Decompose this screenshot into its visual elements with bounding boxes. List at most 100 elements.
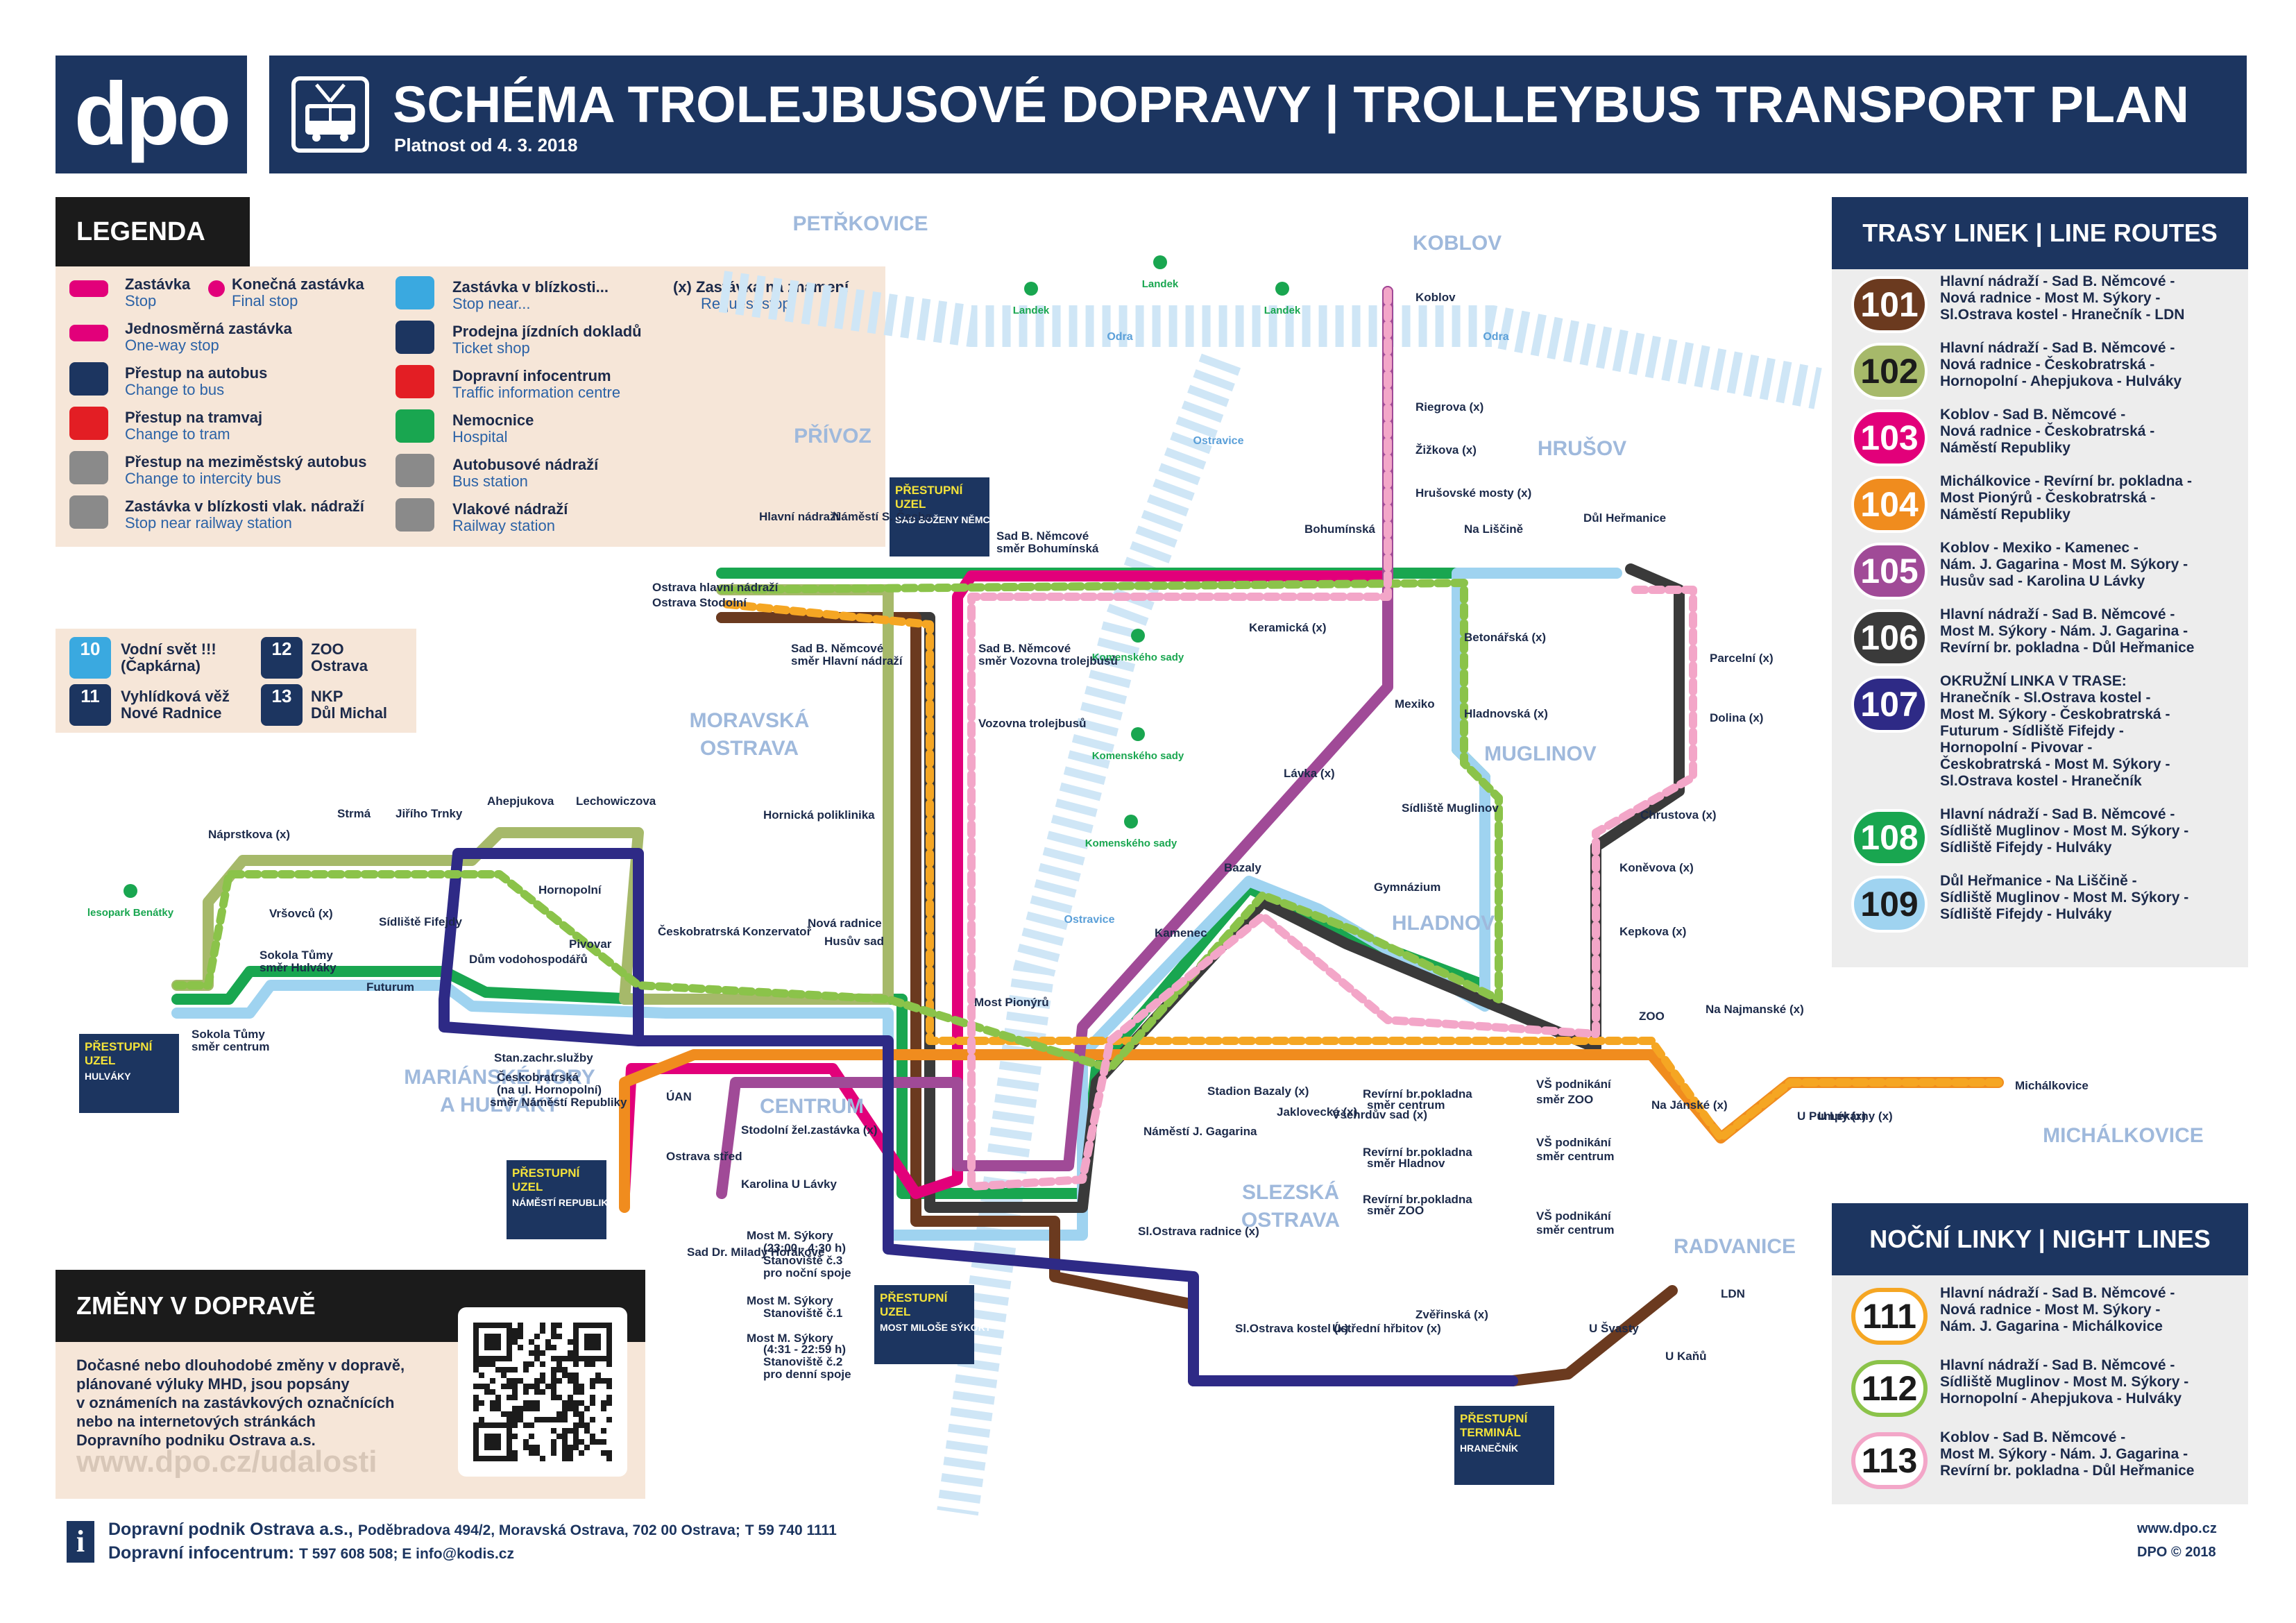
stop-label-1: Riegrova (x): [1415, 400, 1483, 414]
route-badge-101: 101: [1851, 276, 1928, 333]
stop-label-65: Revírní br.pokladna: [1363, 1087, 1472, 1101]
park-label-3: Komenského sady: [1092, 652, 1184, 663]
route-text-104: Michálkovice - Revírní br. pokladna -Mos…: [1940, 473, 2192, 522]
stop-label-18: Vozovna trolejbusů: [978, 717, 1087, 730]
district-11: SLEZSKÁ: [1242, 1180, 1339, 1204]
stop-label-89: Sl.Ostrava radnice (x): [1138, 1225, 1259, 1238]
hub-label-c-2: NÁMĚSTÍ REPUBLIKY: [512, 1196, 615, 1208]
hub-label-b-0: UZEL: [895, 498, 926, 511]
changes-title: ZMĚNY V DOPRAVĚ: [56, 1270, 645, 1342]
stop-label-16: Sad B. Němcové: [978, 642, 1071, 655]
changes-text: Dočasné nebo dlouhodobé změny v dopravě,…: [76, 1357, 405, 1449]
stop-label-62: Jaklovecká (x): [1277, 1105, 1357, 1119]
hub-label-b-1: UZEL: [85, 1054, 115, 1067]
line-106: [716, 563, 1685, 1213]
train-icon: [69, 495, 108, 529]
stop-label-50: Most Pionýrů: [974, 996, 1049, 1009]
park-label-5: Komenského sady: [1085, 838, 1177, 849]
changes-panel: Dočasné nebo dlouhodobé změny v dopravě,…: [56, 1307, 645, 1499]
park-label-6: lesopark Benátky: [87, 907, 174, 919]
mine-icon: 13: [261, 684, 303, 726]
zoo-icon: 12: [261, 637, 303, 679]
stop-label-72: směr ZOO: [1536, 1093, 1593, 1106]
stop-label-38: Vršovců (x): [269, 907, 333, 920]
hub-label-b-3: UZEL: [880, 1305, 910, 1318]
one-way-stop-icon: [69, 325, 108, 341]
stop-label-20: Dolina (x): [1710, 711, 1763, 724]
district-13: RADVANICE: [1674, 1235, 1796, 1258]
district-5: OSTRAVA: [700, 737, 799, 760]
stop-label-33: Náprstkova (x): [208, 828, 290, 841]
route-text-107: OKRUŽNÍ LINKA V TRASE:Hraneční­k - Sl.Os…: [1940, 673, 2170, 789]
stop-label-19: Hladnovská (x): [1464, 707, 1548, 720]
river-label-0: Odra: [1107, 331, 1132, 343]
hub-label-a-3: PŘESTUPNÍ: [880, 1291, 949, 1305]
footer-web[interactable]: www.dpo.cz: [2137, 1521, 2217, 1536]
stop-label-43: Pivovar: [569, 937, 612, 951]
hub-box: [874, 1285, 974, 1364]
stop-label-76: směr centrum: [1536, 1223, 1614, 1237]
night-text-111: Hlavní nádraží - Sad B. Němcové -Nová ra…: [1940, 1285, 2175, 1334]
route-badge-106: 106: [1851, 609, 1928, 666]
legend-item-near: Zastávka v blízkosti...Stop near...: [452, 278, 609, 312]
stop-label-32: Kamenec: [1155, 926, 1207, 940]
district-14: MICHÁLKOVICE: [2043, 1123, 2204, 1147]
hub-label-b-2: UZEL: [512, 1180, 543, 1193]
stop-label-60: Na Jánské (x): [1651, 1098, 1728, 1112]
tram-icon: [69, 407, 108, 440]
route-text-105: Koblov - Mexiko - Kamenec -Nám. J. Gagar…: [1940, 540, 2188, 589]
footer-company: Dopravní podnik Ostrava a.s., Poděbradov…: [108, 1520, 837, 1539]
stop-label-10: Důl Heřmanice: [1583, 511, 1666, 525]
stop-label-81: Stanoviště č.3: [763, 1254, 842, 1267]
stop-label-42: Konzervatoř: [742, 925, 812, 938]
line-111: [717, 600, 2002, 1142]
legend-title: LEGENDA: [56, 197, 250, 266]
hub-box: [79, 1034, 179, 1113]
changes-url-link[interactable]: www.dpo.cz/udalosti: [76, 1445, 377, 1479]
hub-label-a-4: PŘESTUPNÍ: [1460, 1412, 1529, 1425]
logo-text: dpo: [74, 65, 232, 164]
bus-station-icon: [396, 454, 434, 487]
stop-label-84: Stanoviště č.1: [763, 1307, 842, 1320]
stop-label-92: Zvěřinská (x): [1415, 1308, 1488, 1321]
stop-label-23: Hornická poliklinika: [763, 808, 875, 822]
poi-water-world: Vodní svět !!!(Čapkárna): [121, 640, 216, 674]
qr-code-icon[interactable]: [458, 1307, 627, 1477]
stop-label-24: Sídliště Muglinov: [1402, 801, 1499, 815]
bus-icon: [69, 362, 108, 396]
stop-label-25: Chrustova (x): [1640, 808, 1717, 822]
stop-label-58: U Lékárny (x): [1818, 1110, 1893, 1123]
stop-label-55: ZOO: [1639, 1010, 1665, 1023]
stop-label-41: Českobratrská: [658, 925, 740, 938]
hub-label-c-0: SAD BOŽENY NĚMCOVÉ: [895, 513, 1010, 525]
tree-icon: [1275, 282, 1289, 296]
stop-label-46: Sokola Tůmy: [260, 949, 333, 962]
route-text-109: Důl Heřmanice - Na Liščině -Sídliště Mug…: [1940, 873, 2189, 922]
stop-label-6: Sad B. Němcové: [996, 529, 1089, 543]
stop-label-54: směr Náměstí Republiky: [490, 1096, 627, 1109]
stop-label-27: Kepkova (x): [1619, 925, 1686, 938]
stop-label-2: Žižkova (x): [1415, 443, 1477, 457]
night-badge-112: 112: [1851, 1360, 1928, 1417]
stop-label-63: Všehrdův sad (x): [1332, 1108, 1427, 1121]
stop-label-40: Sídliště Fifejdy: [379, 915, 463, 928]
stop-label-97: Ostrava Stodolní: [652, 596, 747, 609]
river-ostravice: [937, 353, 1241, 1516]
railway-station-icon: [396, 498, 434, 532]
stop-label-64: Náměstí J. Gagarina: [1143, 1125, 1257, 1138]
night-text-112: Hlavní nádraží - Sad B. Němcové -Sídlišt…: [1940, 1357, 2189, 1407]
tree-icon: [1131, 629, 1145, 643]
stop-label-90: Sl.Ostrava kostel (x): [1235, 1322, 1348, 1335]
stop-label-45: Futurum: [366, 980, 414, 994]
